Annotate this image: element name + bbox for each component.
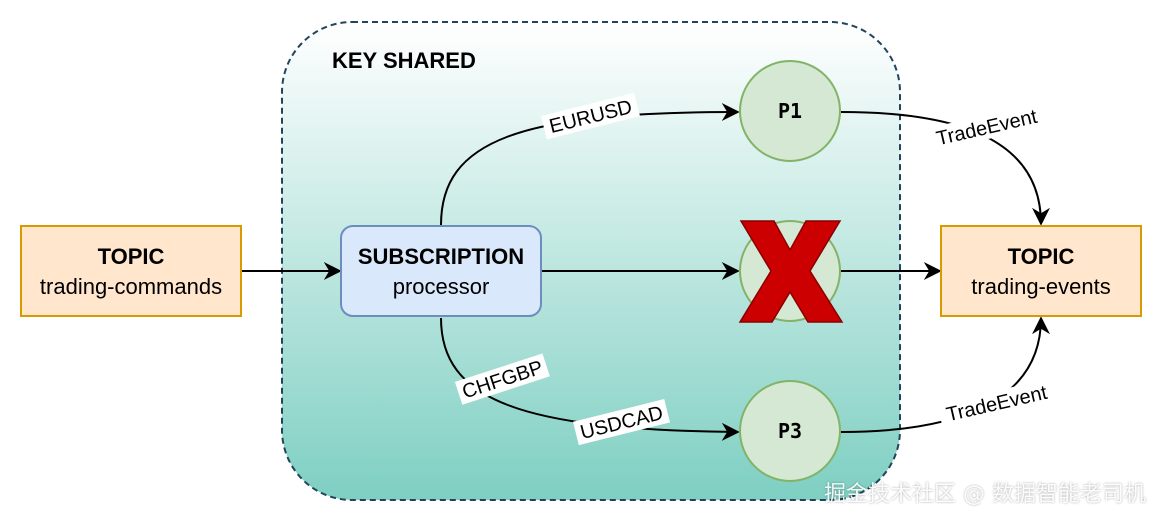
edge-subscription-to-p1 xyxy=(440,103,740,226)
key-shared-group: KEY SHARED xyxy=(281,21,901,501)
edge-subscription-to-p3 xyxy=(440,317,740,441)
topic-trading-commands[interactable]: TOPIC trading-commands xyxy=(20,225,242,317)
subscription-title: SUBSCRIPTION xyxy=(358,244,524,269)
consumer-p1-label: P1 xyxy=(778,99,802,123)
consumer-p3[interactable]: P3 xyxy=(739,380,841,482)
watermark: 掘金技术社区 @ 数据智能老司机 xyxy=(824,482,1146,507)
subscription-processor[interactable]: SUBSCRIPTION processor xyxy=(340,225,542,317)
topic-out-title: TOPIC xyxy=(1008,244,1075,269)
topic-out-name: trading-events xyxy=(971,274,1110,299)
consumer-p1[interactable]: P1 xyxy=(739,60,841,162)
topic-in-name: trading-commands xyxy=(40,274,222,299)
topic-trading-events[interactable]: TOPIC trading-events xyxy=(940,225,1142,317)
group-label: KEY SHARED xyxy=(332,48,476,73)
consumer-p3-label: P3 xyxy=(778,419,802,443)
consumer-p2-failed[interactable] xyxy=(738,220,844,323)
failure-x-icon xyxy=(738,220,844,323)
edge-label-trade-event-p3: TradeEvent xyxy=(944,382,1049,427)
edge-label-trade-event-p1: TradeEvent xyxy=(934,106,1039,151)
subscription-name: processor xyxy=(393,274,490,299)
topic-in-title: TOPIC xyxy=(98,244,165,269)
